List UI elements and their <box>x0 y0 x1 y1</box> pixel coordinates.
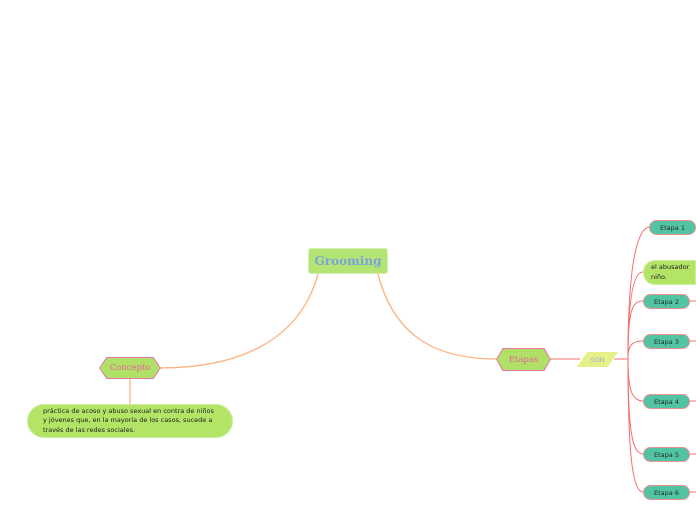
etapa-4[interactable]: Etapa 4 <box>643 394 690 409</box>
concepto-text: práctica de acoso y abuso sexual en cont… <box>43 406 214 434</box>
etapa-5[interactable]: Etapa 5 <box>643 447 690 462</box>
etapa-2[interactable]: Etapa 2 <box>643 294 690 309</box>
connector-son[interactable]: SON <box>577 352 618 367</box>
topic-concepto[interactable]: Concepto <box>100 358 160 378</box>
etapa-6[interactable]: Etapa 6 <box>643 485 690 500</box>
etapa-1[interactable]: Etapa 1 <box>649 220 696 235</box>
etapa-note[interactable]: el abusador niño. <box>643 260 696 285</box>
central-topic-grooming[interactable]: Grooming <box>308 248 388 274</box>
concepto-definition[interactable]: práctica de acoso y abuso sexual en cont… <box>27 404 233 438</box>
topic-etapas[interactable]: Etapas <box>497 349 550 370</box>
etapa-3[interactable]: Etapa 3 <box>643 334 690 349</box>
